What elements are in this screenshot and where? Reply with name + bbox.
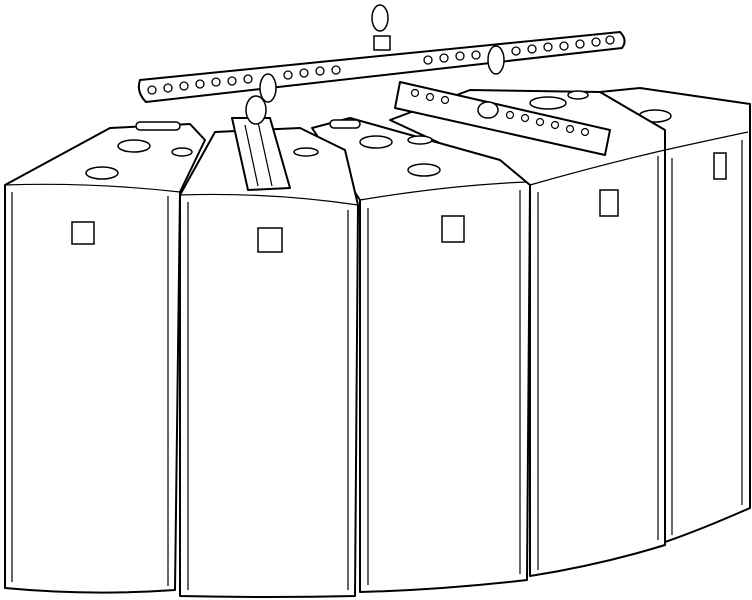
handle-icon: [441, 215, 465, 243]
speaker-cabinet-4: [389, 89, 666, 577]
speaker-cabinet-2: [179, 117, 359, 598]
rigging-plate: [394, 81, 611, 156]
handle-icon: [713, 152, 727, 180]
shackle-icon: [371, 4, 391, 51]
speaker-cabinet-3: [311, 117, 531, 593]
handle-icon: [599, 189, 619, 217]
handle-icon: [257, 227, 283, 253]
shackle-icon: [245, 73, 277, 125]
shackle-icon: [477, 45, 505, 119]
handle-icon: [71, 221, 95, 245]
speaker-cabinet-1: [4, 121, 206, 594]
rigging-bar: [137, 4, 626, 125]
